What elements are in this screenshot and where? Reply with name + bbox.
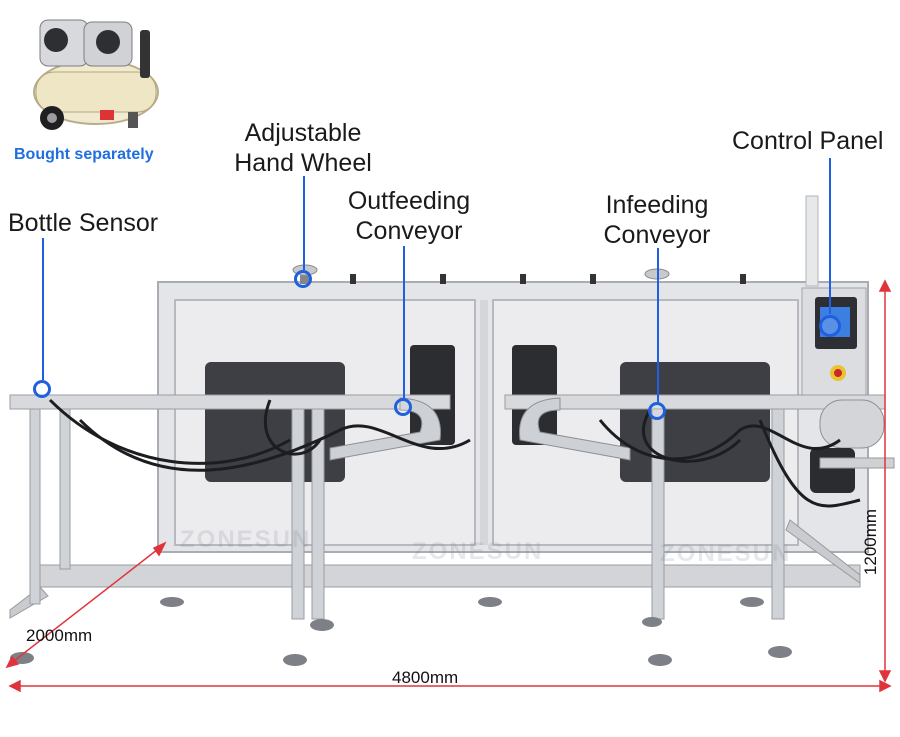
watermark-right: ZONESUN: [660, 540, 792, 567]
outfeeding-conveyor-line1: Outfeeding: [347, 187, 471, 215]
bottle-sensor-leader: [42, 238, 44, 380]
control-panel-column: [801, 195, 867, 409]
dimension-lines: [5, 279, 892, 693]
outfeeding-conveyor-label: Outfeeding Conveyor: [340, 186, 478, 246]
cables: [48, 398, 861, 508]
outfeeding-conveyor-marker: [394, 398, 412, 416]
adjustable-hand-wheel-label: Adjustable Hand Wheel: [230, 118, 376, 178]
control-panel-marker: [819, 315, 841, 337]
hand-wheel-leader: [303, 176, 305, 270]
bottle-sensor-label: Bottle Sensor: [8, 209, 159, 237]
outfeeding-leader: [403, 246, 405, 398]
hand-wheel-marker: [294, 270, 312, 288]
watermark-left: ZONESUN: [180, 526, 312, 553]
infeeding-conveyor-line2: Conveyor: [603, 221, 711, 249]
watermark-center: ZONESUN: [412, 538, 544, 565]
length-dimension: 4800mm: [392, 668, 459, 687]
bought-separately-note: Bought separately: [14, 146, 154, 163]
bottle-sensor-marker: [33, 380, 51, 398]
air-compressor-image: [33, 19, 159, 130]
conveyor-frame: [9, 394, 895, 666]
outfeeding-conveyor-line2: Conveyor: [355, 217, 463, 245]
control-panel-label: Control Panel: [732, 127, 884, 155]
depth-dimension: 2000mm: [26, 626, 93, 645]
infeeding-conveyor-line1: Infeeding: [605, 191, 709, 219]
infeeding-leader: [657, 248, 659, 402]
adjustable-hand-wheel-line2: Hand Wheel: [234, 149, 372, 177]
infeeding-conveyor-label: Infeeding Conveyor: [595, 190, 719, 250]
height-dimension: 1200mm: [861, 508, 881, 576]
infeeding-conveyor-marker: [648, 402, 666, 420]
adjustable-hand-wheel-line1: Adjustable: [244, 119, 362, 147]
control-panel-leader: [829, 158, 831, 314]
